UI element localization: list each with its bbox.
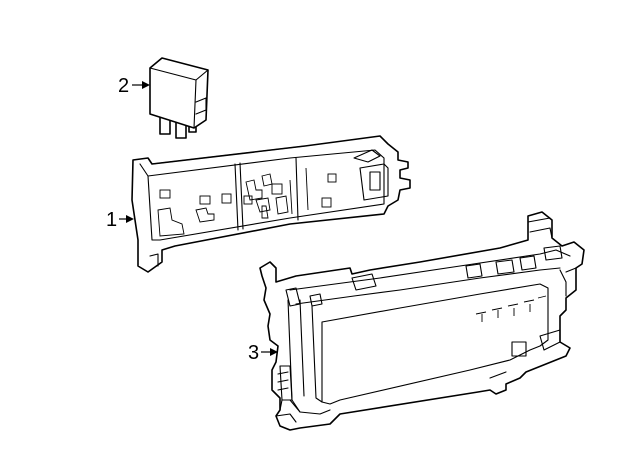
callout-3: 3 [248, 342, 278, 364]
fuse-panel-part [131, 135, 411, 273]
callout-label-3: 3 [248, 342, 259, 364]
arrowhead-icon [126, 215, 134, 223]
relay-part [149, 57, 209, 139]
callout-2: 2 [118, 75, 150, 97]
arrowhead-icon [270, 348, 278, 356]
arrowhead-icon [142, 81, 150, 89]
housing-part [259, 211, 585, 431]
callout-label-2: 2 [118, 75, 129, 97]
callout-1: 1 [106, 209, 134, 231]
callout-label-1: 1 [106, 209, 117, 231]
